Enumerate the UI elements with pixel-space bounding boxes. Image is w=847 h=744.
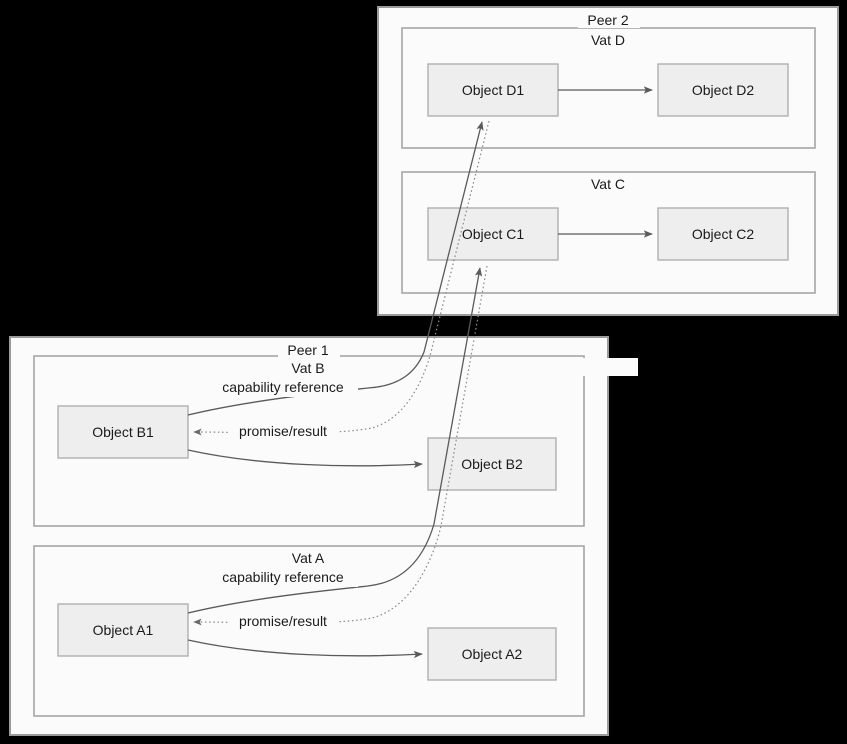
object-b1-box[interactable] [57, 405, 189, 459]
vat-b-capability-reference-label: capability reference [222, 379, 344, 395]
vat-a-title: Vat A [292, 550, 325, 566]
object-d1-box[interactable] [427, 63, 559, 117]
vat-b-promise-result-label: promise/result [239, 423, 327, 439]
vat-d-title-bg [578, 30, 638, 48]
vat-b-title: Vat B [291, 360, 324, 376]
vat-b-title-bg [578, 358, 638, 376]
peer-1-title-bg [278, 340, 340, 358]
edge-b1-capability-to-d1 [187, 121, 484, 416]
peer-2-title-bg [578, 10, 640, 28]
object-a2-box[interactable] [427, 627, 557, 681]
object-b2-label: Object B2 [461, 456, 523, 472]
edge-a1-capability-to-c1 [187, 267, 483, 614]
peer-2-title: Peer 2 [587, 12, 628, 28]
vat-d-title: Vat D [591, 32, 625, 48]
vat-c-title: Vat C [591, 176, 625, 192]
peer-2-container[interactable]: Object D1 Object D2 Vat D Object C1 Obje… [377, 6, 839, 316]
object-c2-box[interactable] [657, 207, 789, 261]
vat-a-promise-label-bg [228, 612, 338, 631]
vat-c-title-bg [578, 174, 638, 192]
edge-b1-to-b2 [187, 449, 423, 469]
object-d1-label: Object D1 [462, 82, 524, 98]
object-a1-box[interactable] [57, 603, 189, 657]
vat-d-container[interactable]: Object D1 Object D2 Vat D [401, 27, 816, 149]
vat-c-container[interactable]: Object C1 Object C2 Vat C [401, 171, 816, 294]
vat-b-promise-label-bg [228, 422, 338, 441]
object-d2-label: Object D2 [692, 82, 754, 98]
object-c1-label: Object C1 [462, 226, 524, 242]
vat-a-capability-reference-label: capability reference [222, 569, 344, 585]
peer-1-container[interactable]: Object B1 Object B2 Vat B Object A1 Obje… [9, 336, 638, 736]
object-c2-label: Object C2 [692, 226, 754, 242]
vat-a-promise-result-label: promise/result [239, 613, 327, 629]
object-b1-label: Object B1 [92, 424, 154, 440]
vat-a-capability-label-bg [208, 568, 358, 587]
object-d2-box[interactable] [657, 63, 789, 117]
object-a1-label: Object A1 [93, 622, 154, 638]
peer-1-title: Peer 1 [287, 342, 328, 358]
vat-b-capability-label-bg [208, 378, 358, 397]
object-a2-label: Object A2 [462, 646, 523, 662]
edge-a1-to-a2 [187, 639, 423, 659]
